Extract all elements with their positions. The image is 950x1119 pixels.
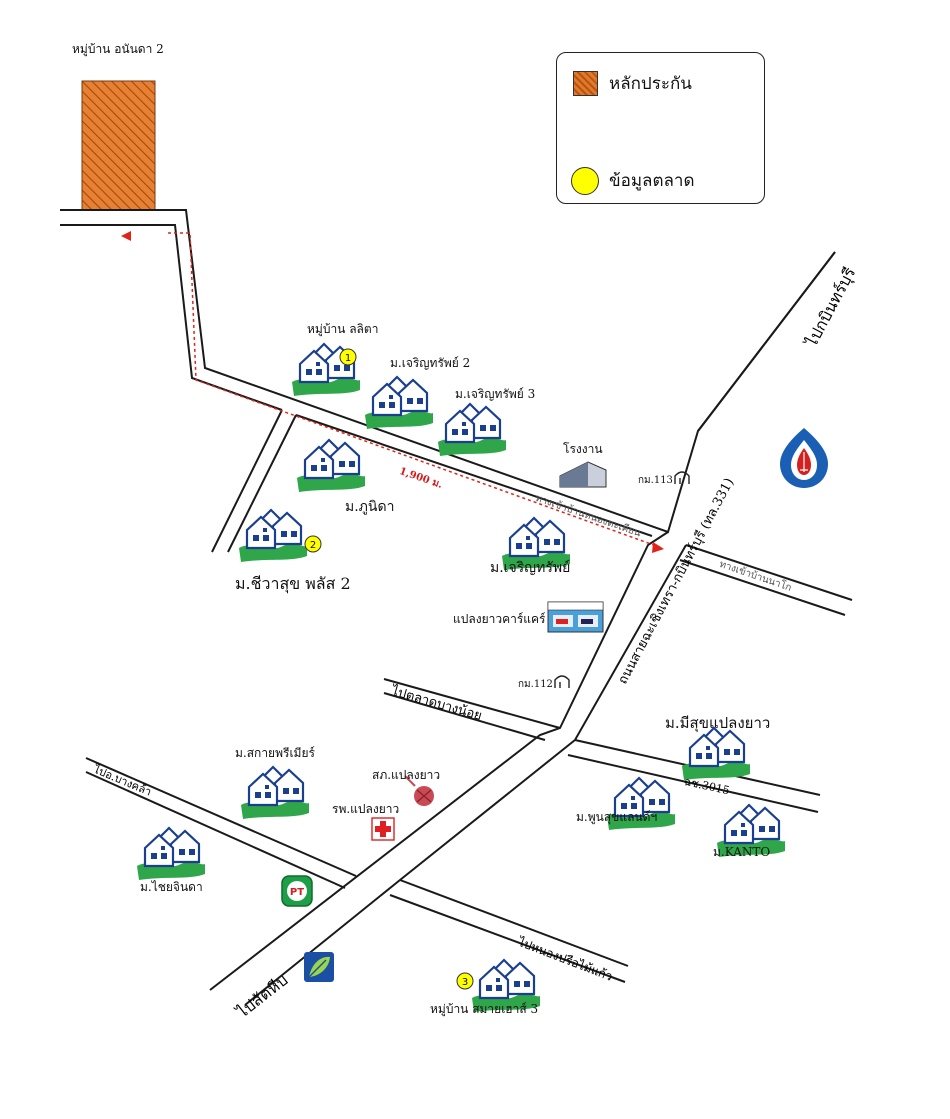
label-charoensap2: ม.เจริญทรัพย์ 2 [390, 356, 471, 370]
label-samai3: หมู่บ้าน สมายเฮาส์ 3 [430, 1002, 539, 1016]
label-meesuk: ม.มีสุขแปลงยาว [665, 714, 771, 732]
label-lalita: หมู่บ้าน ลลิตา [307, 322, 379, 336]
market-marker-1: 1 [339, 348, 357, 366]
svg-text:2: 2 [310, 540, 316, 551]
collateral-plot [81, 80, 156, 211]
legend-plot-label: หลักประกัน [609, 74, 692, 94]
label-charoensap: ม.เจริญทรัพย์ [490, 560, 571, 576]
market-marker-2: 2 [304, 535, 322, 553]
market-marker-3: 3 [456, 972, 474, 990]
svg-text:3: 3 [462, 977, 468, 988]
label-phunida: ม.ภูนิดา [345, 499, 395, 515]
market-dot [571, 167, 599, 195]
police-station-icon [404, 775, 434, 806]
house-icon-chaijinda [135, 826, 207, 882]
label-kanto: ม.KANTO [713, 845, 771, 859]
factory-icon [559, 461, 607, 488]
hospital-icon [371, 817, 395, 841]
label-km112: กม.112 [518, 679, 553, 690]
ptt-logo-icon [780, 428, 828, 488]
label-chewasuk: ม.ชีวาสุข พลัส 2 [235, 574, 351, 593]
legend-market-label: ข้อมูลตลาด [609, 171, 695, 191]
house-icon-charoensap3 [436, 402, 508, 458]
house-icon-phunida [295, 438, 367, 494]
house-icon-sakaypremier [239, 765, 311, 821]
svg-text:1: 1 [345, 353, 351, 364]
svg-text:PT: PT [290, 887, 304, 898]
map-legend: หลักประกัน ข้อมูลตลาด [556, 52, 765, 204]
km-post-icon [674, 471, 690, 484]
pt-station-icon: PT [281, 875, 313, 907]
carcare-sign-icon [547, 601, 604, 633]
label-anantha2: หมู่บ้าน อนันดา 2 [72, 42, 164, 56]
route-path [121, 231, 664, 553]
label-factory: โรงงาน [563, 442, 603, 456]
label-hospital: รพ.แปลงยาว [332, 802, 400, 816]
bangchak-station-icon [304, 952, 334, 982]
label-chaijinda: ม.ไชยจินดา [140, 880, 203, 894]
house-icon-charoensap2 [363, 375, 435, 431]
collateral-swatch [573, 71, 598, 96]
label-sakaypremier: ม.สกายพรีเมียร์ [235, 746, 315, 760]
house-icon-chewasuk [237, 508, 309, 564]
label-police: สภ.แปลงยาว [372, 768, 441, 782]
label-carcare: แปลงยาวคาร์แคร์ [453, 612, 546, 626]
label-km113: กม.113 [638, 475, 673, 486]
house-icon-meesuk [680, 726, 752, 782]
label-poonsuk: ม.พูนสุขแลนด์ฯ [576, 810, 658, 824]
label-charoensap3: ม.เจริญทรัพย์ 3 [455, 387, 536, 401]
km-post-icon [554, 675, 570, 688]
